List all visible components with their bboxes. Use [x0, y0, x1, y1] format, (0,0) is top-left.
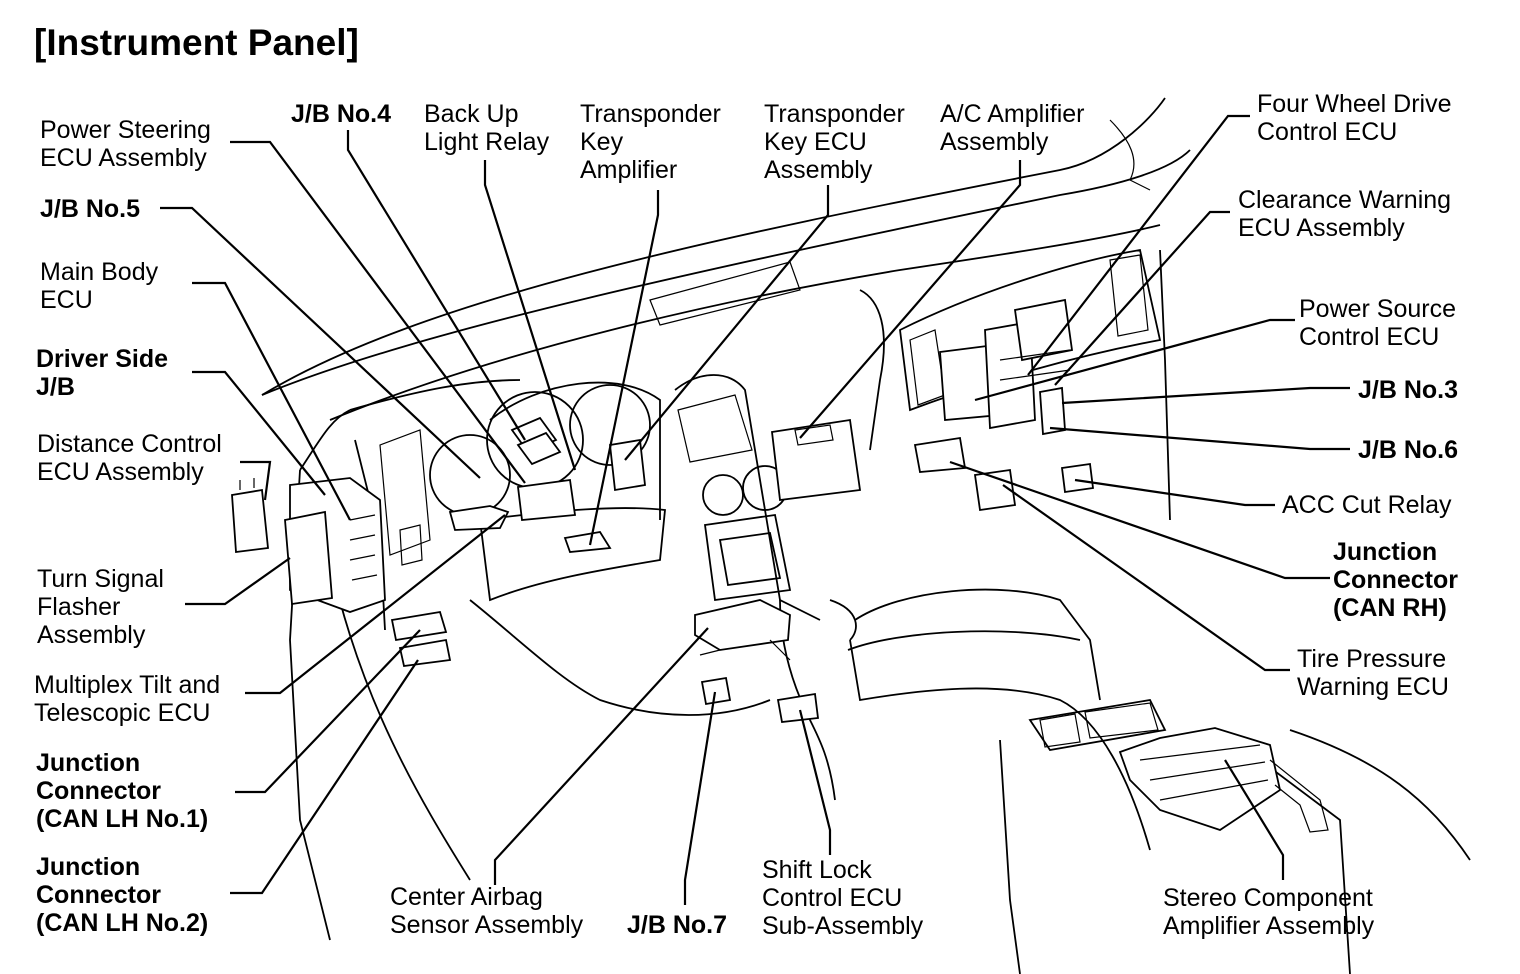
label-acc-cut-relay: ACC Cut Relay: [1282, 491, 1452, 519]
components: [231, 298, 1329, 833]
label-turn-signal-flasher: Turn Signal Flasher Assembly: [37, 565, 164, 649]
label-stereo-component-amplifier: Stereo Component Amplifier Assembly: [1163, 884, 1375, 940]
label-jb-no7: J/B No.7: [627, 911, 728, 939]
leader-lines: [160, 114, 1350, 905]
label-backup-light-relay: Back Up Light Relay: [424, 100, 550, 156]
label-jb-no4: J/B No.4: [291, 100, 392, 128]
label-junction-connector-can-lh2: Junction Connector (CAN LH No.2): [36, 853, 209, 937]
label-center-airbag-sensor: Center Airbag Sensor Assembly: [390, 883, 584, 939]
label-multiplex-tilt-telescopic-ecu: Multiplex Tilt and Telescopic ECU: [34, 671, 221, 727]
label-jb-no5: J/B No.5: [40, 195, 141, 223]
label-jb-no3: J/B No.3: [1358, 376, 1459, 404]
label-transponder-key-amplifier: Transponder Key Amplifier: [580, 100, 721, 184]
label-power-steering-ecu: Power Steering ECU Assembly: [40, 116, 211, 172]
label-shift-lock-control-ecu: Shift Lock Control ECU Sub-Assembly: [762, 856, 924, 940]
diagram-title: [Instrument Panel]: [34, 22, 359, 63]
label-junction-connector-can-lh1: Junction Connector (CAN LH No.1): [36, 749, 209, 833]
label-main-body-ecu: Main Body ECU: [40, 258, 159, 314]
label-power-source-control-ecu: Power Source Control ECU: [1299, 295, 1457, 351]
label-driver-side-jb: Driver Side J/B: [36, 345, 169, 401]
label-transponder-key-ecu: Transponder Key ECU Assembly: [764, 100, 905, 184]
label-ac-amplifier: A/C Amplifier Assembly: [940, 100, 1085, 156]
label-tire-pressure-warning-ecu: Tire Pressure Warning ECU: [1297, 645, 1449, 701]
label-jb-no6: J/B No.6: [1358, 436, 1459, 464]
label-four-wheel-drive-ecu: Four Wheel Drive Control ECU: [1257, 90, 1452, 146]
label-clearance-warning-ecu: Clearance Warning ECU Assembly: [1238, 186, 1452, 242]
label-junction-connector-can-rh: Junction Connector (CAN RH): [1333, 538, 1458, 622]
label-distance-control-ecu: Distance Control ECU Assembly: [37, 430, 222, 486]
